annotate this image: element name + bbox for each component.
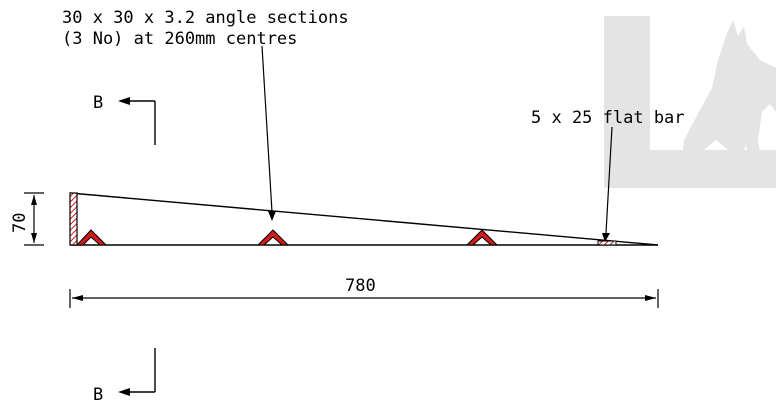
angle-section-3 <box>465 229 499 246</box>
height-dimension-value: 70 <box>10 213 30 233</box>
length-dimension: 780 <box>69 276 659 308</box>
flat-bar-hatched <box>597 240 617 246</box>
angle-sections-leader <box>261 45 273 213</box>
section-arrow-bottom <box>118 388 130 396</box>
angle-sections-label-line1: 30 x 30 x 3.2 angle sections <box>62 8 349 28</box>
angle-sections-leader-arrowhead <box>268 211 276 221</box>
flat-bar-leader-arrowhead <box>602 233 610 242</box>
fox-logo-icon <box>604 16 776 188</box>
length-dimension-value: 780 <box>345 276 376 296</box>
section-marker-top: B <box>93 93 156 145</box>
section-label-bottom: B <box>93 385 103 404</box>
angle-section-1 <box>75 229 108 246</box>
angle-sections-label-line2: (3 No) at 260mm centres <box>62 29 297 49</box>
height-dimension: 70 <box>10 192 44 246</box>
ramp-top-edge <box>69 192 659 246</box>
section-marker-bottom: B <box>93 348 156 404</box>
flat-bar-label: 5 x 25 flat bar <box>531 108 685 128</box>
angle-section-2 <box>256 229 290 246</box>
section-label-top: B <box>93 93 103 113</box>
flat-bar-leader <box>605 126 613 234</box>
end-plate-hatched <box>69 192 78 246</box>
ramp-profile <box>69 192 659 246</box>
section-arrow-top <box>118 97 130 105</box>
